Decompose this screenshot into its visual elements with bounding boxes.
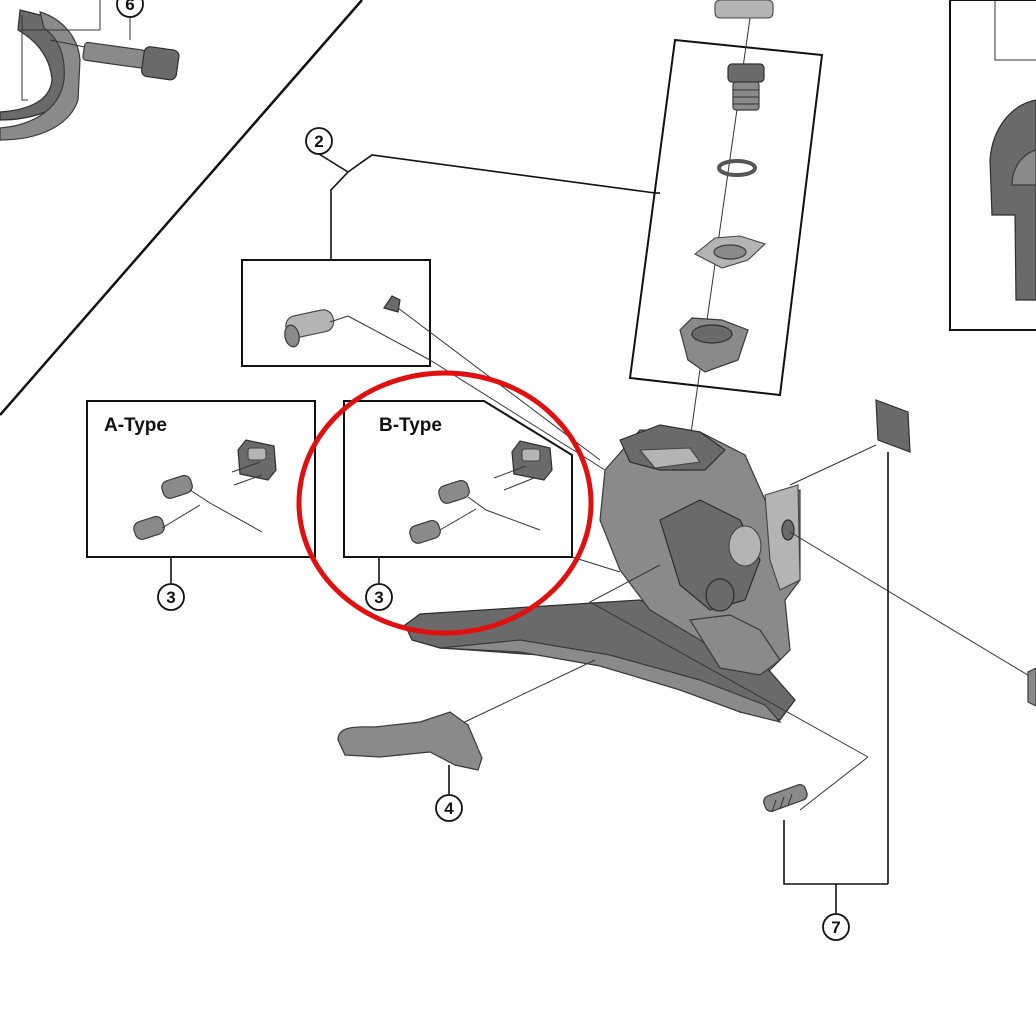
cage-spacer-part <box>337 711 483 771</box>
callout-3-b-type-label: 3 <box>374 588 383 607</box>
callout-4: 4 <box>435 794 463 822</box>
cable-fixing-box <box>241 259 431 367</box>
b-type-label: B-Type <box>379 415 442 436</box>
bolt-part <box>49 14 180 81</box>
b-type-parts <box>409 440 621 573</box>
callout-2: 2 <box>305 127 333 155</box>
a-type-parts <box>133 439 277 540</box>
b-type-box <box>343 400 573 558</box>
callout-6: 6 <box>116 0 144 18</box>
right-detail-box <box>949 0 1036 331</box>
clamp-band-part <box>0 0 101 141</box>
callout-3-a-type: 3 <box>157 583 185 611</box>
highlight-circle <box>296 370 594 636</box>
callout-4-label: 4 <box>444 799 454 818</box>
a-type-label: A-Type <box>104 415 167 436</box>
a-type-box <box>86 400 316 558</box>
adjust-screw-stack-box <box>628 38 824 397</box>
callout-7-label: 7 <box>831 918 840 937</box>
callout-2-label: 2 <box>314 132 323 151</box>
front-derailleur-body <box>404 424 801 724</box>
leader-line <box>789 444 877 486</box>
callout-3-b-type: 3 <box>365 583 393 611</box>
cover-plate-part <box>875 399 911 453</box>
callout-7: 7 <box>822 913 850 941</box>
set-screw-part <box>763 784 808 813</box>
adjust-screw-stack-parts <box>679 0 774 373</box>
section-divider-line <box>0 0 363 416</box>
callout-3-a-type-label: 3 <box>166 588 175 607</box>
callout-6-label: 6 <box>125 0 134 14</box>
